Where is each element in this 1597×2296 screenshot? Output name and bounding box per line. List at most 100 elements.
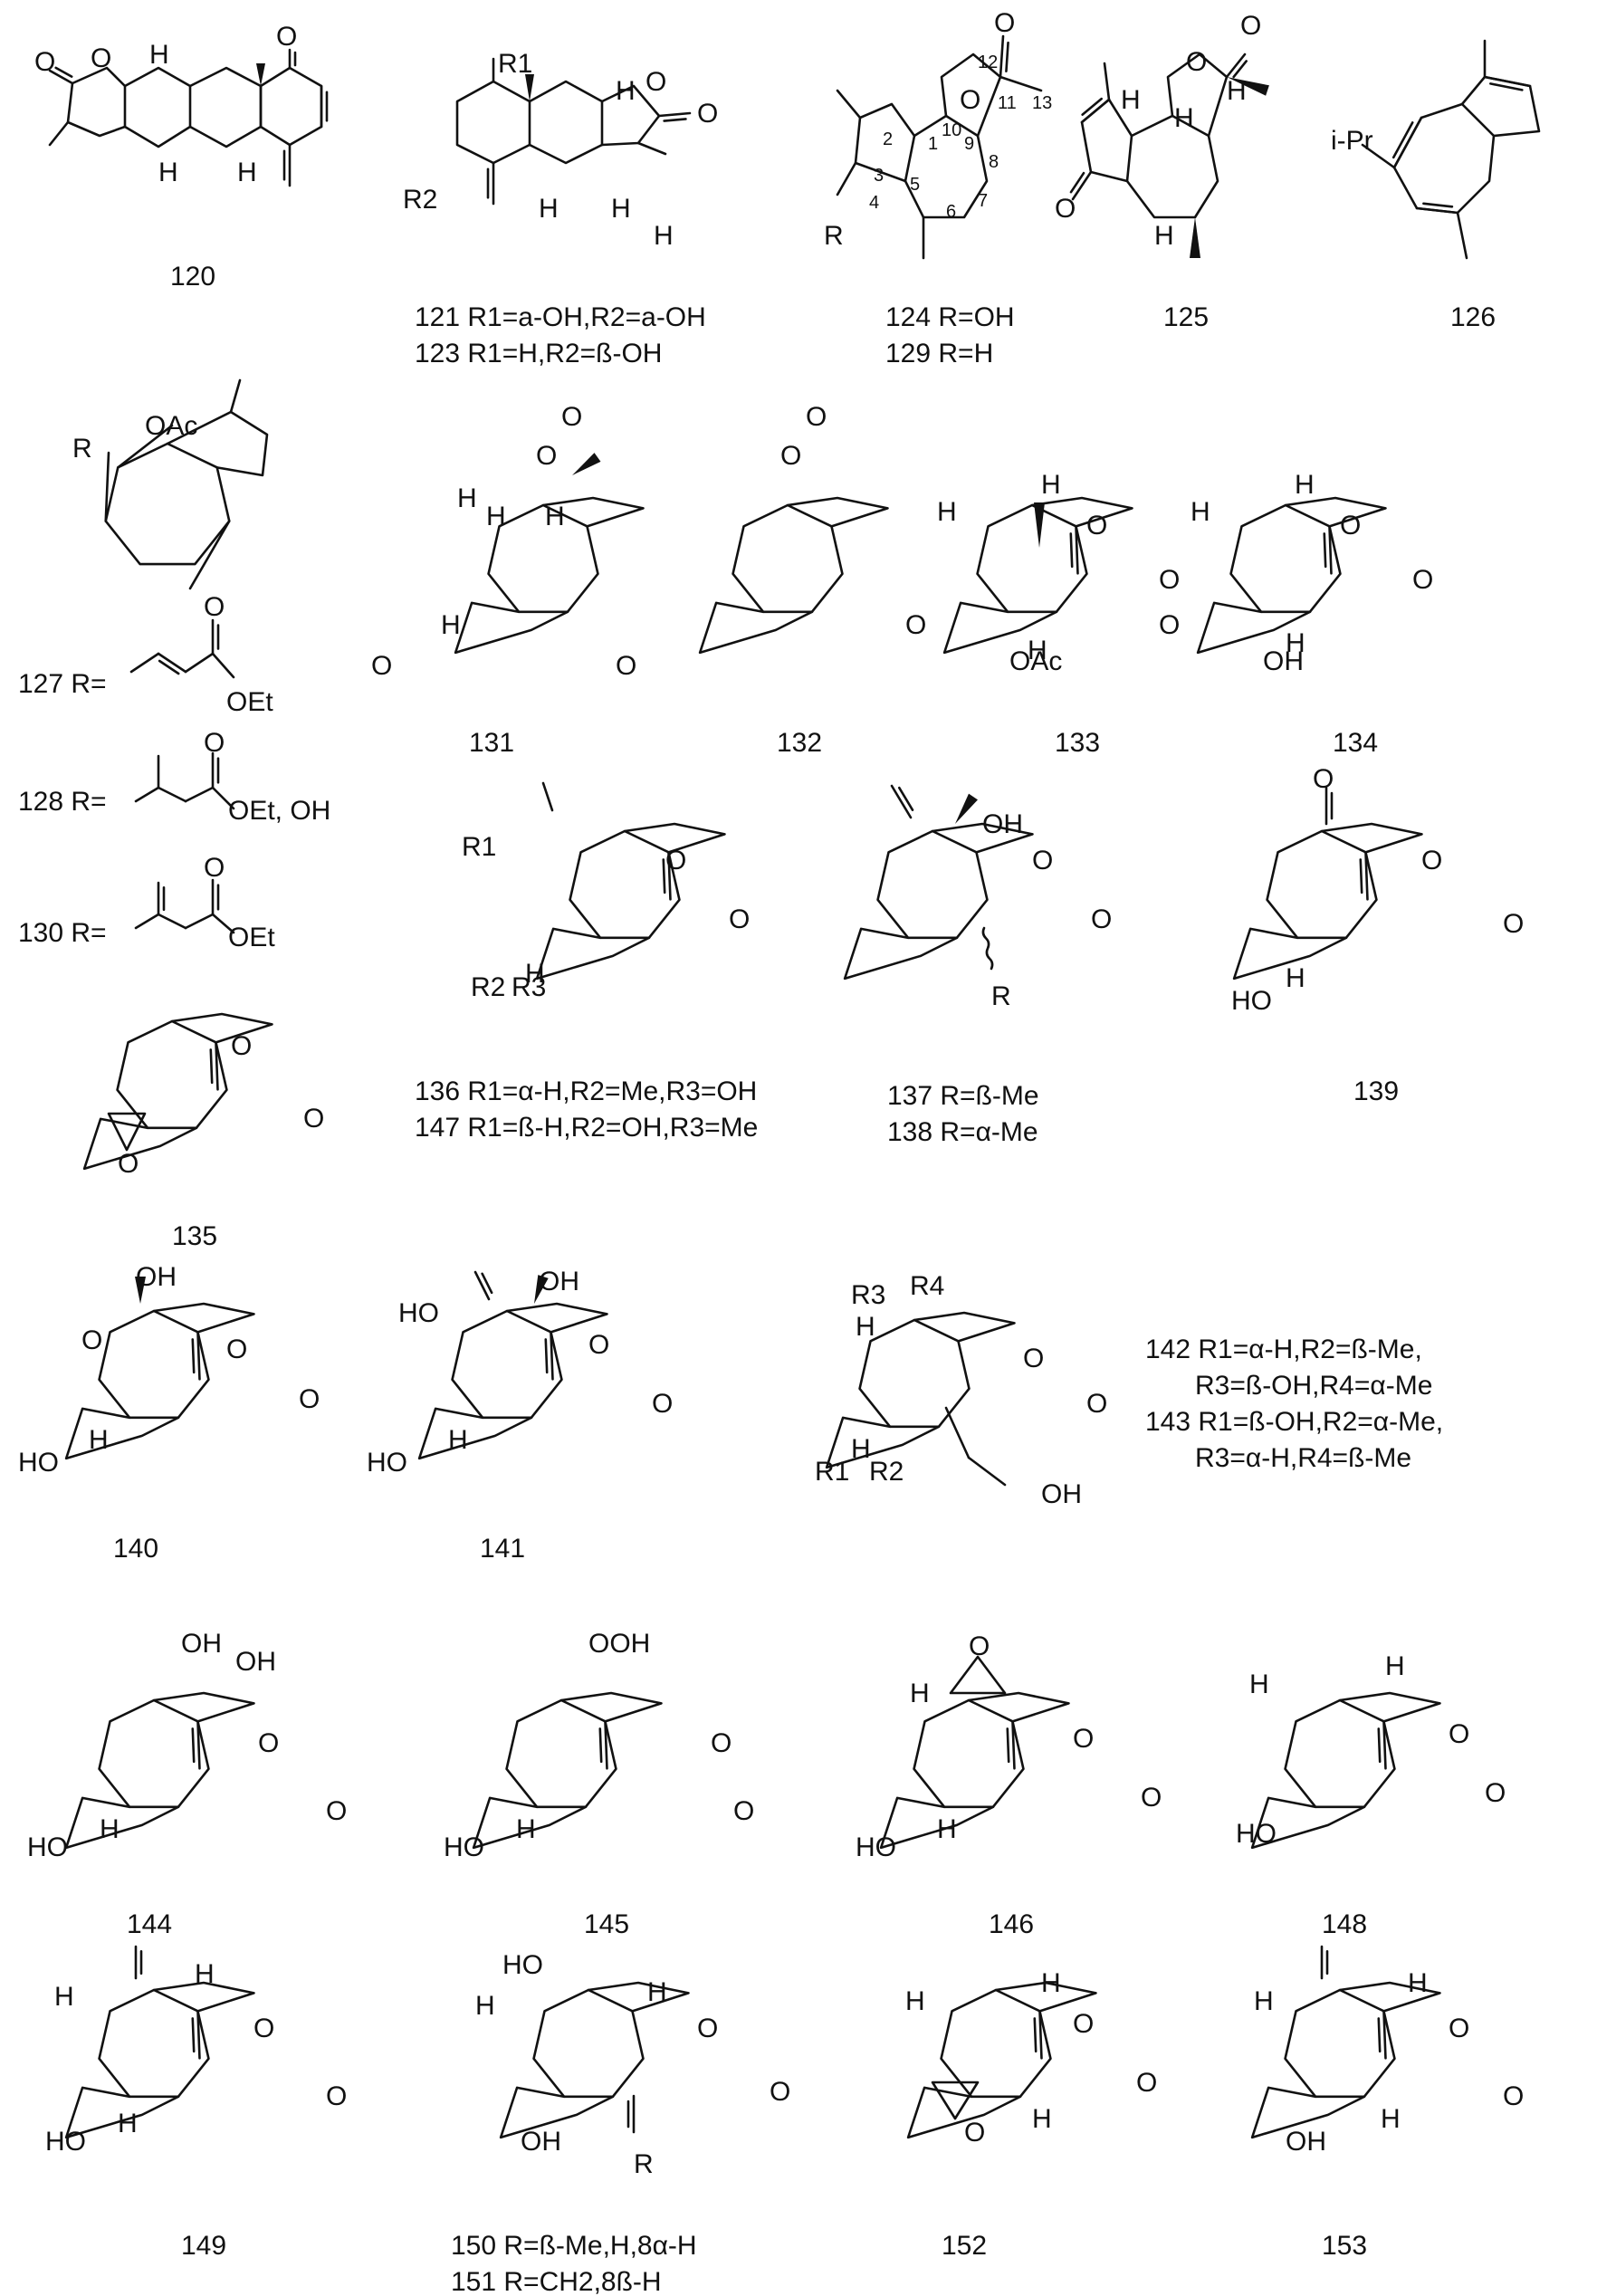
bond-line [82, 1117, 198, 1171]
atom-label: H [1254, 1986, 1274, 2016]
wedge-bond [572, 453, 601, 475]
atom-label: H [937, 497, 957, 527]
atom-label: O [276, 22, 297, 52]
atom-label: H [937, 1814, 957, 1844]
compound-label: 145 [584, 1909, 629, 1939]
compound-label: 129 R=H [885, 339, 993, 368]
compound-label: 131 [469, 728, 514, 758]
bond-line [472, 1796, 588, 1850]
compound-label: 152 [942, 2231, 987, 2261]
bond-line [942, 601, 1058, 655]
atom-label: H [1381, 2104, 1401, 2134]
bond-line [48, 120, 70, 147]
atom-label: H [1191, 497, 1210, 527]
atom-label: O [1159, 610, 1180, 640]
atom-label: O [697, 99, 718, 129]
atom-label: O [303, 1104, 324, 1134]
bond-line [786, 496, 889, 528]
double-bond [1323, 532, 1327, 569]
bond-line [636, 141, 667, 156]
compound-label: 151 R=CH2,8ß-H [451, 2267, 662, 2296]
atom-number: 5 [910, 175, 920, 195]
bond-line [698, 601, 814, 655]
bond-line [528, 80, 604, 165]
bond-line [587, 1981, 690, 2013]
atom-label: R2 [471, 972, 505, 1002]
double-bond [550, 1331, 554, 1381]
bond-line [1229, 503, 1342, 614]
bond-line [843, 927, 959, 981]
atom-label: O [994, 8, 1015, 38]
bond-line [1103, 62, 1111, 101]
atom-label: R [991, 981, 1011, 1011]
bond-line [931, 2081, 980, 2120]
double-bond [1489, 82, 1524, 91]
atom-label: O [1485, 1778, 1506, 1808]
atom-label: OAc [145, 411, 197, 441]
atom-label: O [204, 592, 225, 622]
compound-label: 132 [777, 728, 822, 758]
atom-label: R1 [498, 49, 532, 79]
atom-number: 3 [874, 166, 884, 186]
atom-label: OH [982, 809, 1023, 839]
bond-line [967, 1456, 1007, 1487]
compound-label: 142 R1=α-H,R2=ß-Me, [1145, 1335, 1422, 1364]
atom-label: O [536, 441, 557, 471]
bond-line [1232, 927, 1348, 981]
atom-number: 11 [998, 93, 1017, 113]
atom-number: 12 [978, 53, 998, 72]
atom-label: OH [136, 1262, 177, 1292]
wedge-bond [256, 63, 265, 86]
double-bond [1392, 116, 1423, 169]
atom-label: OH [181, 1629, 222, 1659]
compound-label: 148 [1322, 1909, 1367, 1939]
double-bond [1033, 2017, 1038, 2053]
compound-label: 126 [1450, 302, 1496, 332]
atom-number: 7 [978, 191, 988, 211]
double-bond [657, 111, 692, 118]
atom-label: H [1041, 470, 1061, 500]
bond-line [170, 1012, 273, 1044]
double-bond [481, 1272, 493, 1295]
bond-line [1284, 1698, 1396, 1809]
bond-line [1250, 1796, 1366, 1850]
bond-line [1361, 143, 1396, 169]
bond-line [825, 1416, 941, 1469]
atom-label: O [1313, 764, 1334, 794]
double-bond [48, 69, 74, 85]
bond-line [913, 1311, 1016, 1343]
atom-label: O [204, 728, 225, 758]
atom-label: O [1159, 565, 1180, 595]
atom-label: O [371, 651, 392, 681]
bond-line [116, 424, 174, 469]
bond-line [98, 1988, 210, 2099]
atom-label: H [237, 158, 257, 187]
bond-line [879, 1796, 995, 1850]
double-bond [1382, 1720, 1387, 1770]
double-bond [1038, 2010, 1043, 2060]
bond-line [505, 1698, 617, 1809]
bond-line [188, 520, 231, 590]
atom-label: O [1091, 904, 1112, 934]
atom-label: OH [1286, 2127, 1326, 2157]
atom-label: R4 [910, 1271, 944, 1301]
double-bond [1080, 98, 1111, 124]
atom-label: HO [1231, 986, 1272, 1016]
atom-label: O [964, 2118, 985, 2148]
atom-label: R [72, 434, 92, 464]
atom-label: O [118, 1149, 139, 1179]
atom-label: H [1028, 636, 1047, 665]
atom-label: O [1340, 511, 1361, 541]
atom-label: O [1086, 1389, 1107, 1419]
atom-label: HO [444, 1832, 484, 1862]
compound-label: 137 R=ß-Me [887, 1081, 1039, 1111]
wedge-bond [135, 1277, 146, 1304]
atom-label: H [1154, 221, 1174, 251]
